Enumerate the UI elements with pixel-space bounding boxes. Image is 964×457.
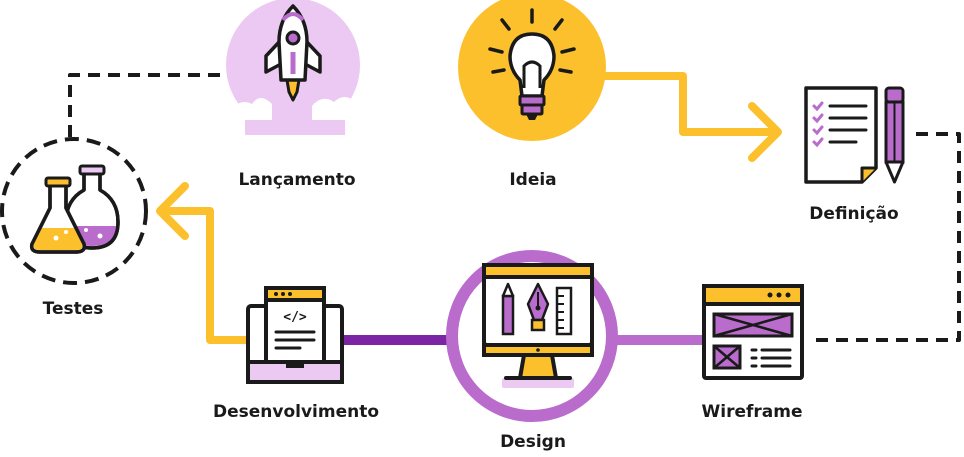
document-icon	[804, 86, 878, 184]
step-label-testes: Testes	[43, 299, 104, 319]
pencil-icon	[884, 86, 905, 184]
connector-testes-lancamento	[68, 73, 226, 137]
step-label-design: Design	[500, 432, 566, 452]
wireframe-icon	[702, 284, 804, 380]
step-label-ideia: Ideia	[509, 170, 556, 190]
arrowhead-testes-icon	[156, 182, 189, 240]
step-label-lancamento: Lançamento	[238, 170, 355, 190]
svg-text:</>: </>	[283, 310, 307, 325]
monitor-design-icon	[446, 250, 618, 422]
connector-definicao-wireframe	[816, 132, 961, 342]
rocket-icon	[226, 0, 360, 135]
connector-desenvolvimento-testes	[161, 207, 252, 344]
step-label-desenvolvimento: Desenvolvimento	[213, 402, 379, 422]
laptop-code-icon: </>	[246, 286, 344, 384]
step-label-wireframe: Wireframe	[702, 402, 803, 422]
arrowhead-definicao-icon	[748, 102, 782, 162]
connector-ideia-definicao	[601, 72, 776, 136]
step-label-definicao: Definição	[809, 204, 898, 224]
lightbulb-icon	[458, 0, 606, 141]
flasks-icon	[0, 137, 148, 285]
connectors	[68, 72, 961, 345]
